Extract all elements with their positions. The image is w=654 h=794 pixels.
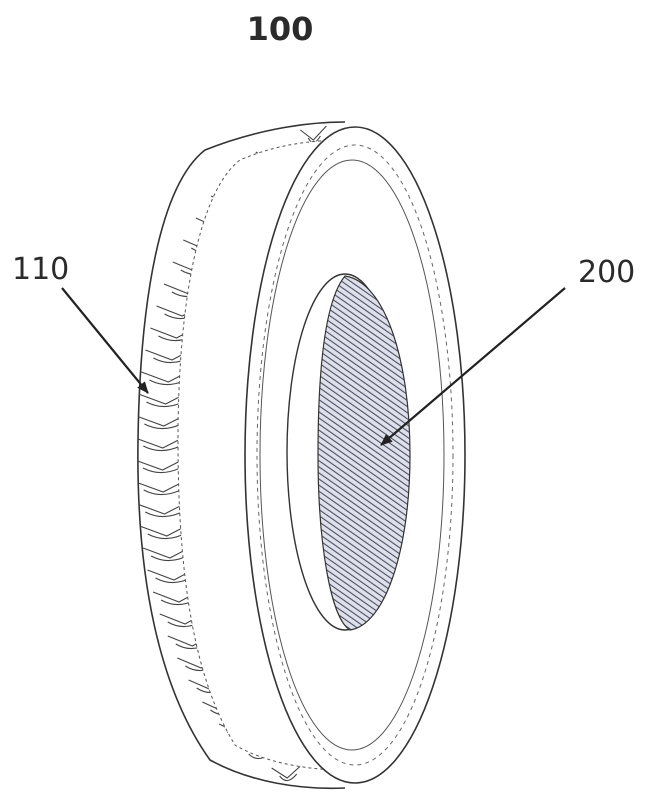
tread-chevron <box>255 147 290 163</box>
tread-chevron <box>195 213 241 229</box>
tread-groove <box>190 245 225 254</box>
tread-groove <box>263 157 285 166</box>
tread-chevron <box>145 345 199 361</box>
reference-label-hub-insert: 200 <box>578 255 636 290</box>
tread-chevron <box>159 609 211 625</box>
tread-chevron <box>147 565 201 581</box>
tread-groove <box>180 267 216 276</box>
tread-chevron <box>177 653 226 669</box>
tread-groove <box>171 289 209 298</box>
tire-sidewall-dashed-ring <box>256 144 454 766</box>
tread-chevron <box>218 719 260 735</box>
tread-chevron <box>210 191 254 207</box>
tread-chevron <box>150 323 203 339</box>
tread-groove <box>196 685 229 694</box>
tread-chevron <box>172 257 222 273</box>
tread-groove <box>279 773 298 782</box>
tread-groove <box>226 729 254 738</box>
leader-arrow-hub-insert <box>380 287 566 446</box>
tire-tread-inner-edge <box>177 139 346 771</box>
tread-groove <box>237 179 263 188</box>
tread-chevron <box>156 301 209 317</box>
tread-chevron <box>167 631 218 647</box>
tread-groove <box>218 201 248 210</box>
figure-title: 100 <box>246 10 314 48</box>
tread-chevron <box>142 543 197 559</box>
tread-chevron <box>299 125 327 141</box>
tread-chevron <box>152 587 206 603</box>
tread-chevron <box>202 697 246 713</box>
hub-insert-hatched <box>317 275 411 631</box>
reference-label-tire: 110 <box>12 252 70 287</box>
tread-chevron <box>240 741 278 757</box>
tire-sidewall-inner-ring <box>259 159 445 751</box>
tread-chevron <box>188 675 235 691</box>
tread-chevron <box>183 235 231 251</box>
tire-tread-band <box>137 121 346 790</box>
tread-chevron <box>271 763 304 779</box>
tread-groove <box>203 223 235 232</box>
tread-chevron <box>229 169 269 185</box>
tread-groove <box>210 707 240 716</box>
leader-arrow-tire <box>61 287 149 394</box>
